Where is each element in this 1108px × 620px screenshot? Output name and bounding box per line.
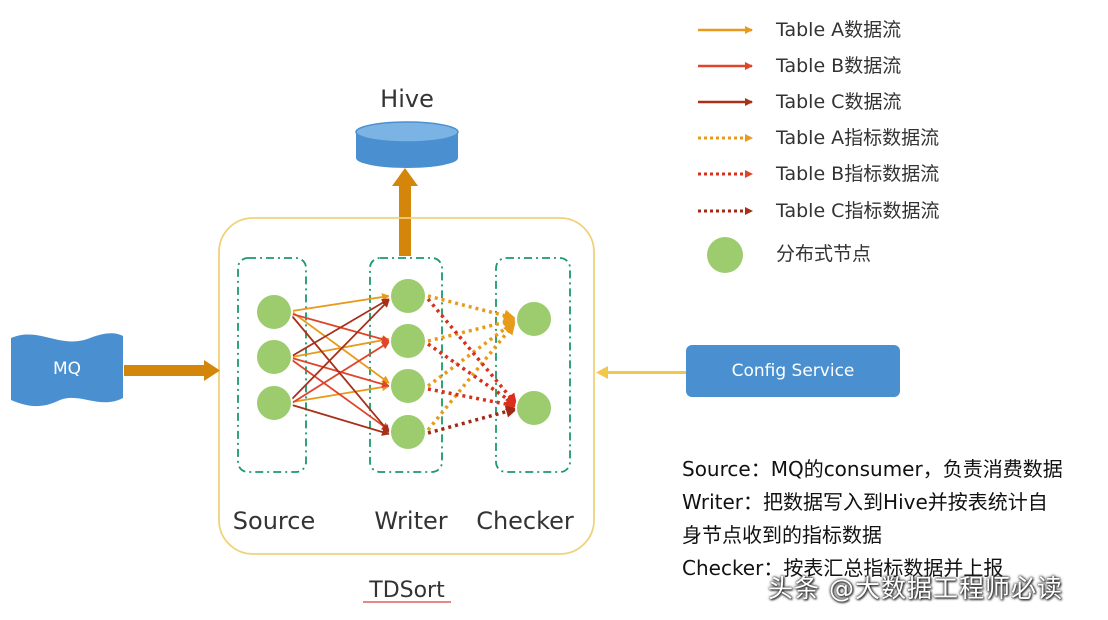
legend-label: Table A数据流 [775, 19, 901, 41]
flow-a [291, 336, 390, 358]
legend-label: Table B数据流 [775, 55, 901, 77]
tdsort-label: TDSort [368, 578, 445, 603]
checker-nodes [515, 300, 553, 427]
metric-flow-b [427, 387, 518, 410]
metric-flow-a [427, 294, 516, 322]
legend-item-table-a-metric-flow: Table A指标数据流 [698, 127, 939, 149]
legend-item-table-a-flow: Table A数据流 [698, 19, 901, 41]
writer-node [389, 413, 427, 451]
tdsort-container [218, 217, 595, 555]
legend-label: Table A指标数据流 [775, 127, 939, 149]
queue-icon [11, 333, 123, 407]
config-to-tdsort-arrow [596, 366, 686, 379]
writer-node [389, 277, 427, 315]
legend-item-table-c-flow: Table C数据流 [698, 91, 901, 113]
metric-flows [426, 294, 518, 435]
checker-label: Checker [476, 507, 574, 535]
watermark: 头条 @大数据工程师必读 [768, 574, 1063, 603]
data-flows [291, 293, 390, 436]
source-node [255, 293, 293, 331]
legend-label: Table C数据流 [775, 91, 901, 113]
writer-node [389, 322, 427, 360]
writer-nodes [389, 277, 427, 451]
description-checker: Checker：按表汇总指标数据并上报 [682, 556, 1004, 580]
legend: Table A数据流 Table B数据流 Table C数据流 Table A… [698, 19, 939, 273]
mq-label: MQ [53, 359, 81, 379]
flow-b [291, 359, 390, 431]
flow-c [291, 299, 390, 400]
node-circle-icon [707, 237, 743, 273]
arrow-right-icon [204, 360, 220, 381]
description-writer-cont: 身节点收到的指标数据 [682, 523, 882, 547]
writer-column-box [369, 257, 443, 473]
description-writer: Writer：把数据写入到Hive并按表统计自 [682, 490, 1048, 514]
source-label: Source [233, 507, 315, 535]
legend-label: Table C指标数据流 [775, 200, 939, 222]
source-node [255, 384, 293, 422]
hive-label: Hive [380, 85, 434, 113]
flow-c [291, 404, 390, 436]
source-column-box [237, 257, 307, 473]
writer-to-hive-arrow [392, 168, 418, 256]
description-source: Source：MQ的consumer，负责消费数据 [682, 457, 1063, 481]
metric-flow-c [427, 405, 518, 435]
metric-flow-a [426, 322, 516, 432]
mq-to-tdsort-arrow [124, 360, 220, 381]
config-service-rect [686, 345, 900, 397]
writer-node [389, 367, 427, 405]
database-top [355, 121, 459, 143]
config-service-label: Config Service [732, 361, 855, 381]
source-nodes [255, 293, 293, 422]
mq-queue: MQ [11, 333, 123, 407]
hive-database: Hive [355, 85, 459, 168]
flow-c [291, 298, 390, 357]
checker-node [515, 300, 553, 338]
flow-c [291, 315, 390, 433]
writer-label: Writer [374, 507, 447, 535]
metric-flow-a [427, 316, 516, 343]
legend-item-table-b-flow: Table B数据流 [698, 55, 901, 77]
metric-flow-b [426, 297, 518, 406]
source-node [255, 338, 293, 376]
checker-column-box [495, 257, 571, 473]
arrow-up-icon [392, 168, 418, 186]
flow-a [291, 293, 390, 312]
legend-label: Table B指标数据流 [775, 163, 939, 185]
flow-b [291, 341, 390, 404]
legend-label: 分布式节点 [776, 243, 871, 265]
checker-node [515, 389, 553, 427]
config-service-box: Config Service [686, 345, 900, 397]
legend-item-table-b-metric-flow: Table B指标数据流 [698, 163, 939, 185]
arrow-left-icon [596, 366, 608, 379]
legend-item-distributed-node: 分布式节点 [707, 237, 871, 273]
legend-item-table-c-metric-flow: Table C指标数据流 [698, 200, 939, 222]
